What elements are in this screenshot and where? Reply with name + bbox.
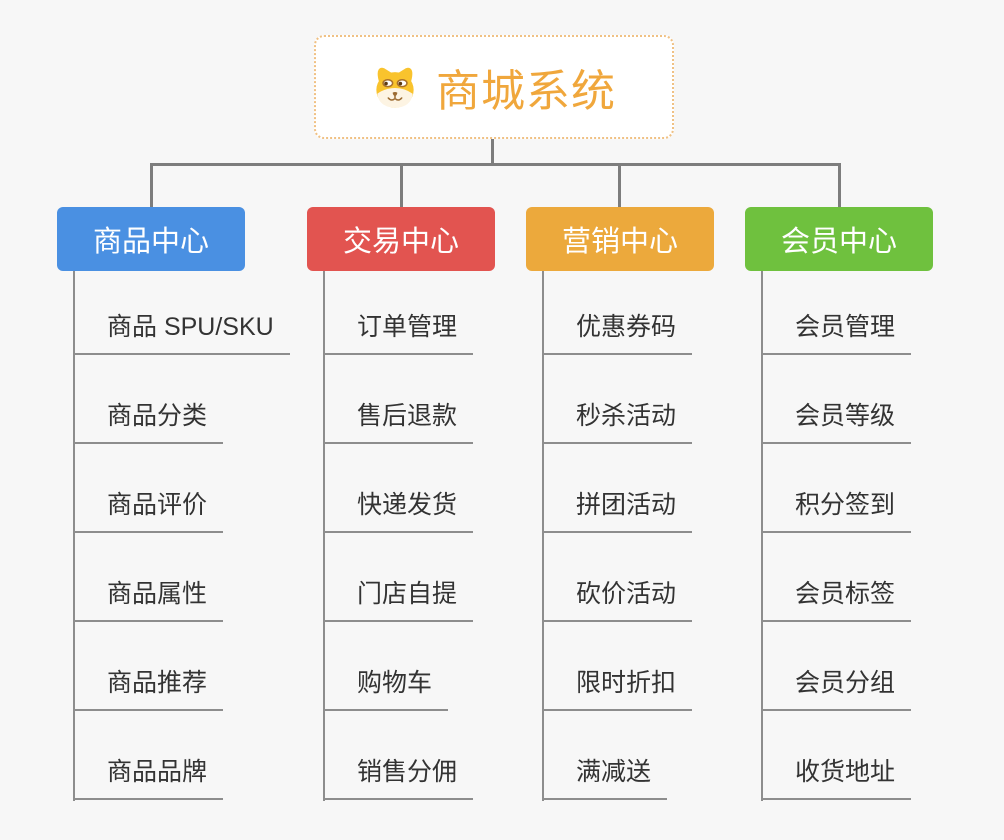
root-node[interactable]: 商城系统 bbox=[314, 35, 674, 139]
shiba-dog-icon bbox=[376, 67, 414, 108]
leaf-item[interactable]: 满减送 bbox=[542, 756, 668, 800]
branch-label: 商品中心 bbox=[92, 226, 209, 258]
column-product-center: 商品 SPU/SKU 商品分类 商品评价 商品属性 商品推荐 商品品牌 bbox=[73, 0, 290, 840]
leaf-item[interactable]: 购物车 bbox=[323, 667, 449, 711]
spine-product-center bbox=[73, 271, 75, 801]
leaf-item[interactable]: 售后退款 bbox=[323, 400, 474, 444]
spine-marketing-center bbox=[542, 271, 544, 801]
branch-node-member-center[interactable]: 会员中心 bbox=[745, 207, 933, 271]
leaf-item[interactable]: 销售分佣 bbox=[323, 756, 474, 800]
connector-drop-product-center bbox=[150, 166, 153, 207]
leaf-item[interactable]: 门店自提 bbox=[323, 578, 474, 622]
leaf-item[interactable]: 优惠券码 bbox=[542, 311, 693, 355]
leaf-item[interactable]: 砍价活动 bbox=[542, 578, 693, 622]
leaf-item[interactable]: 积分签到 bbox=[761, 489, 912, 533]
leaf-item[interactable]: 会员标签 bbox=[761, 578, 912, 622]
column-marketing-center: 优惠券码 秒杀活动 拼团活动 砍价活动 限时折扣 满减送 bbox=[542, 0, 693, 840]
leaf-item[interactable]: 拼团活动 bbox=[542, 489, 693, 533]
branch-label: 营销中心 bbox=[561, 226, 678, 258]
leaf-item[interactable]: 会员分组 bbox=[761, 667, 912, 711]
leaf-item[interactable]: 商品分类 bbox=[73, 400, 224, 444]
branch-node-trade-center[interactable]: 交易中心 bbox=[307, 207, 495, 271]
branch-label: 交易中心 bbox=[342, 226, 459, 258]
column-trade-center: 订单管理 售后退款 快递发货 门店自提 购物车 销售分佣 bbox=[323, 0, 474, 840]
leaf-item[interactable]: 快递发货 bbox=[323, 489, 474, 533]
leaf-item[interactable]: 会员管理 bbox=[761, 311, 912, 355]
leaf-item[interactable]: 商品评价 bbox=[73, 489, 224, 533]
root-title: 商城系统 bbox=[436, 67, 616, 116]
leaf-item[interactable]: 商品品牌 bbox=[73, 756, 224, 800]
leaf-item[interactable]: 秒杀活动 bbox=[542, 400, 693, 444]
leaf-item[interactable]: 商品 SPU/SKU bbox=[73, 311, 290, 355]
connector-drop-member-center bbox=[838, 166, 841, 207]
leaf-item[interactable]: 订单管理 bbox=[323, 311, 474, 355]
branch-node-marketing-center[interactable]: 营销中心 bbox=[526, 207, 714, 271]
branch-node-product-center[interactable]: 商品中心 bbox=[57, 207, 245, 271]
connector-root-drop bbox=[491, 139, 494, 164]
connector-horizontal-bar bbox=[150, 163, 841, 166]
leaf-item[interactable]: 会员等级 bbox=[761, 400, 912, 444]
branch-label: 会员中心 bbox=[780, 226, 897, 258]
column-member-center: 会员管理 会员等级 积分签到 会员标签 会员分组 收货地址 bbox=[761, 0, 912, 840]
leaf-item[interactable]: 限时折扣 bbox=[542, 667, 693, 711]
leaf-item[interactable]: 商品属性 bbox=[73, 578, 224, 622]
leaf-item[interactable]: 商品推荐 bbox=[73, 667, 224, 711]
spine-trade-center bbox=[323, 271, 325, 801]
connector-drop-marketing-center bbox=[618, 166, 621, 207]
spine-member-center bbox=[761, 271, 763, 801]
connector-drop-trade-center bbox=[400, 166, 403, 207]
leaf-item[interactable]: 收货地址 bbox=[761, 756, 912, 800]
